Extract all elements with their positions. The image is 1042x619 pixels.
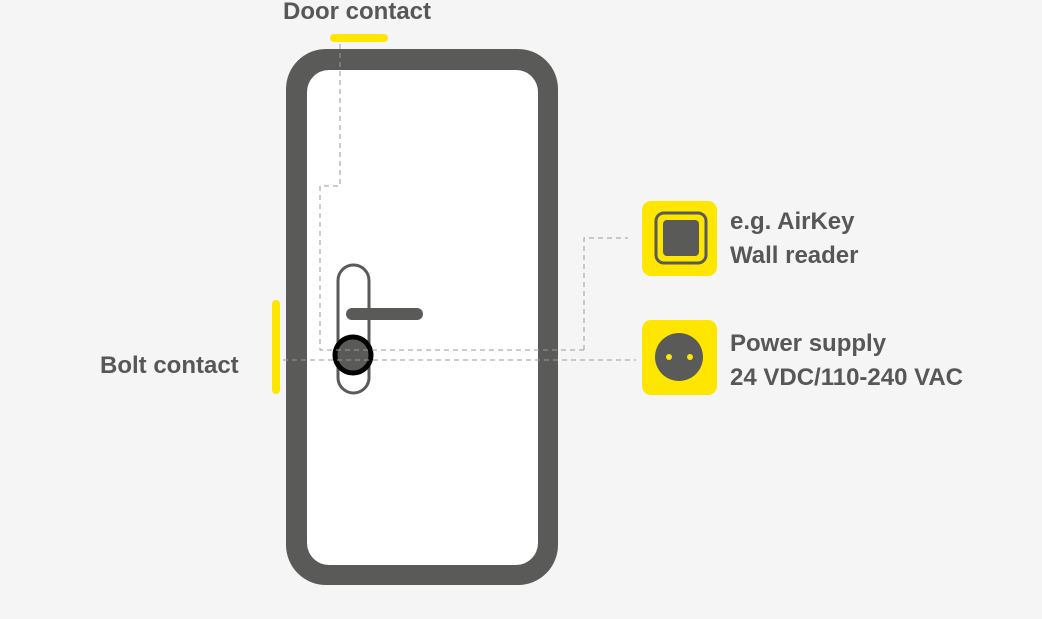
door-contact-label: Door contact (283, 0, 432, 25)
wall-reader-connector (583, 237, 628, 350)
power-supply-label-line2: 24 VDC/110-240 VAC (730, 364, 964, 391)
door-contact-connector (319, 44, 584, 351)
lock-cylinder (332, 334, 374, 376)
connector-lines (283, 44, 636, 361)
power-supply-label: Power supply 24 VDC/110-240 VAC (730, 327, 963, 395)
door-handle-icon (332, 263, 423, 395)
power-supply-label-line1: Power supply (730, 330, 887, 357)
wall-reader-label-line1: e.g. AirKey (730, 208, 855, 235)
wall-reader-label-line2: Wall reader (730, 242, 859, 269)
door-leaf (307, 70, 538, 565)
wall-reader-icon (642, 201, 717, 276)
bolt-contact-label: Bolt contact (100, 352, 239, 379)
wall-reader-label: e.g. AirKey Wall reader (730, 205, 859, 273)
power-socket-icon (642, 320, 717, 395)
